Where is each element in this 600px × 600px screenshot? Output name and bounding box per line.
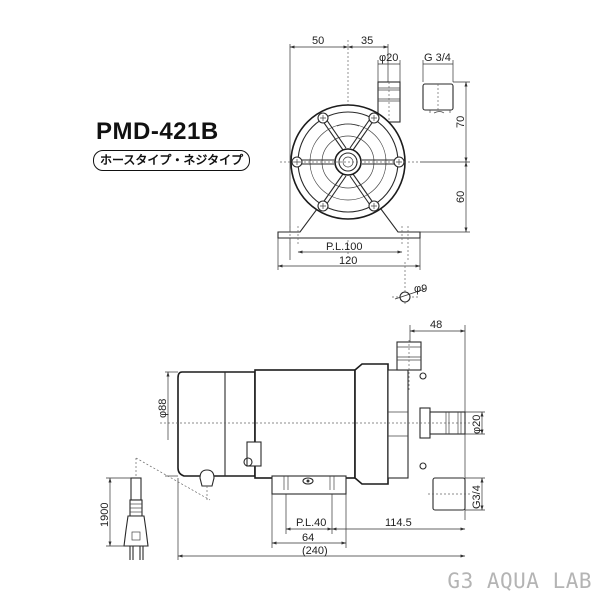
motor-body	[254, 369, 356, 479]
pump-flange	[354, 363, 389, 485]
dim-thread-side: G3/4	[471, 485, 483, 509]
motor-end-cap	[177, 371, 256, 477]
dim-70: 70	[455, 116, 467, 128]
front-view: 50 35 φ20 G 3/4 70 60	[277, 35, 470, 305]
pump-head	[387, 369, 409, 479]
dim-total-240: (240)	[302, 545, 328, 557]
side-view: 48 φ20 φ88	[99, 319, 485, 560]
watermark: G3 AQUA LAB	[447, 569, 592, 593]
power-plug	[123, 477, 149, 560]
dim-cord-1900: 1900	[99, 503, 111, 527]
dim-35: 35	[361, 35, 373, 47]
base-foot	[277, 204, 421, 239]
cord-gland	[199, 469, 215, 487]
dim-64: 64	[302, 532, 314, 544]
side-base	[271, 475, 347, 495]
model-title: PMD-421B	[96, 118, 219, 145]
dim-hose-dia: φ20	[379, 52, 398, 64]
side-inlet-hose	[429, 411, 466, 435]
dim-thread: G 3/4	[424, 52, 451, 64]
dim-114-5: 114.5	[385, 517, 412, 529]
dim-width-120: 120	[339, 255, 357, 267]
dim-hole-dia: φ9	[414, 283, 427, 295]
type-badge: ホースタイプ・ネジタイプ	[93, 150, 251, 171]
dim-pitch-100: P.L.100	[326, 241, 363, 253]
dim-pitch-40: P.L.40	[296, 517, 326, 529]
dim-48: 48	[430, 319, 442, 331]
dim-body-dia: φ88	[157, 399, 169, 418]
dim-50: 50	[312, 35, 324, 47]
dim-60: 60	[455, 191, 467, 203]
dim-inlet-dia: φ20	[471, 415, 483, 434]
